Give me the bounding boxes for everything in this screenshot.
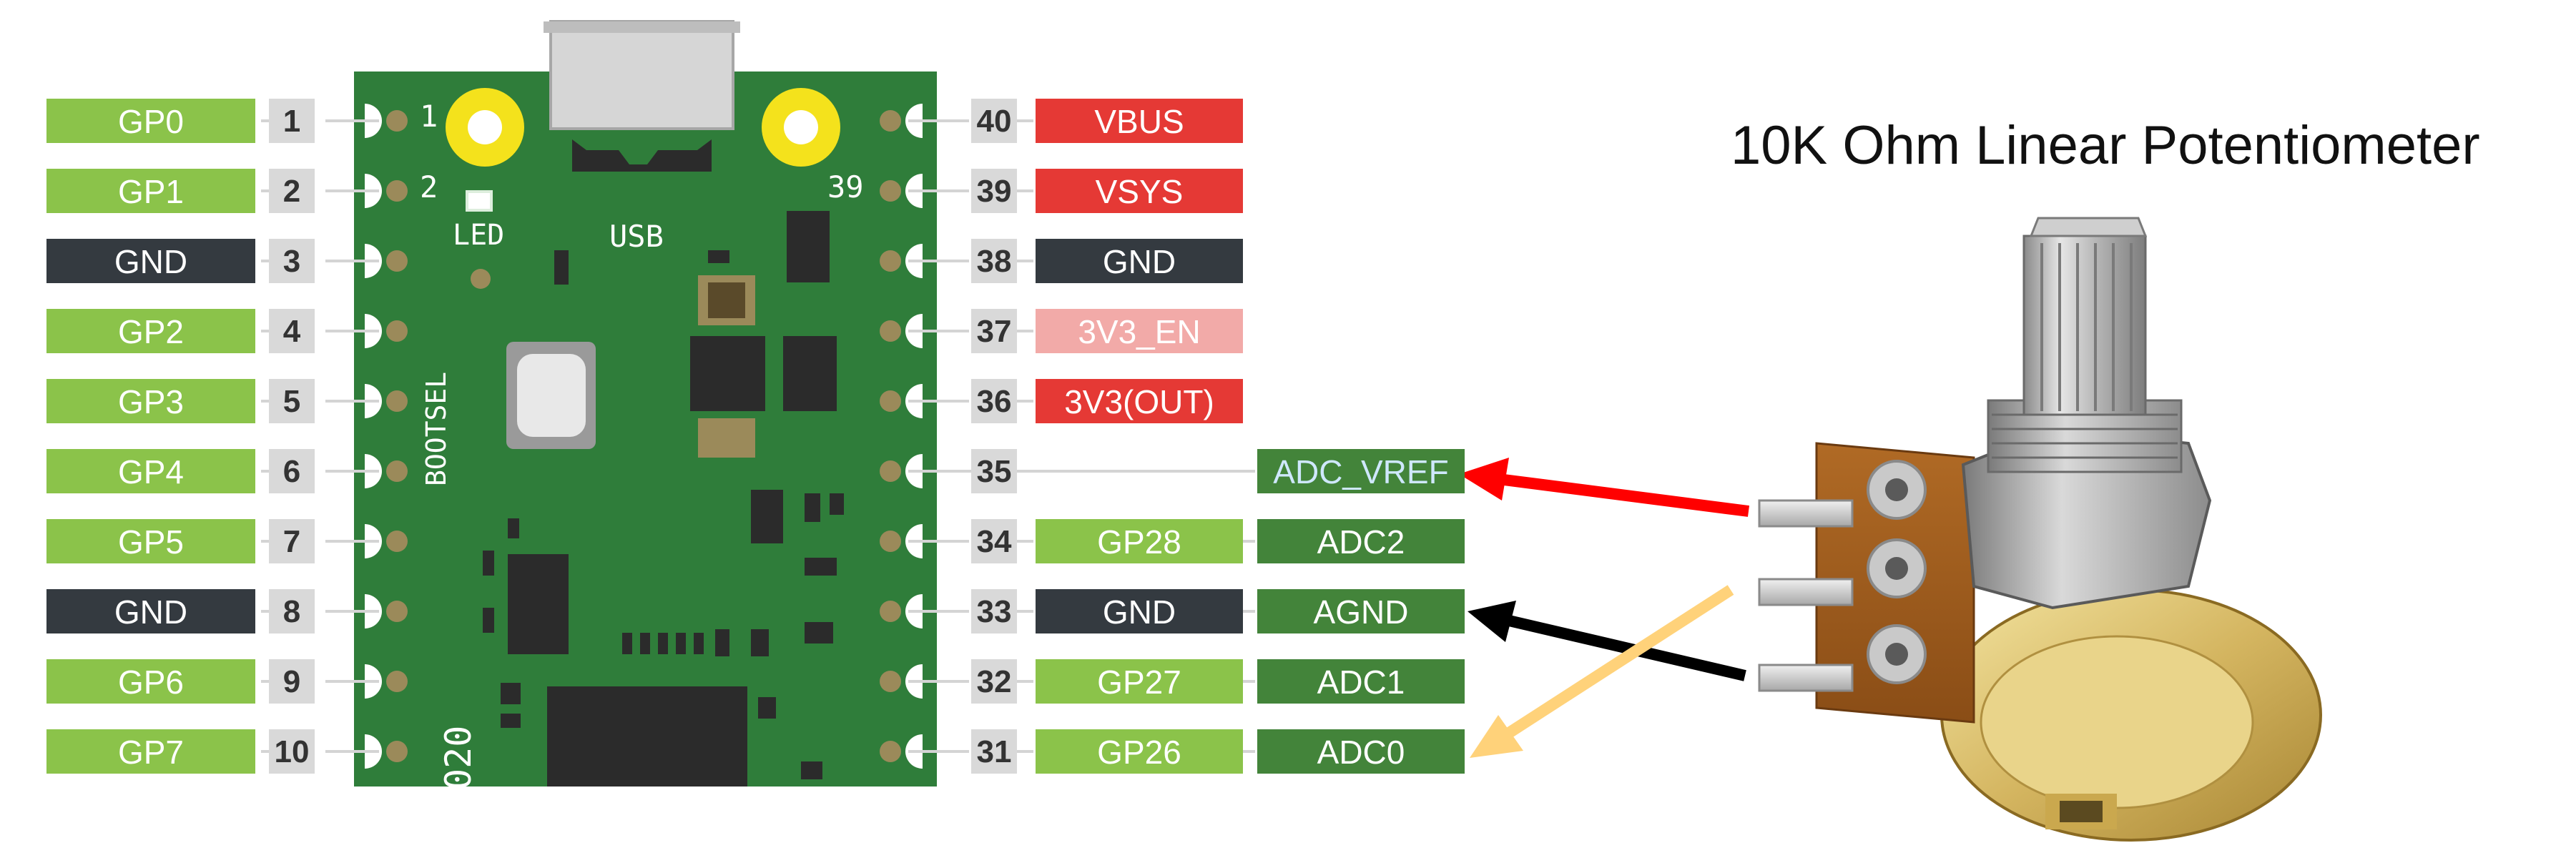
pin-number: 8	[269, 589, 315, 633]
pin-1-marker: 1	[420, 99, 438, 134]
led-icon	[466, 190, 493, 212]
pin-2-marker: 2	[420, 169, 438, 204]
right-label: 3V3(OUT)	[1036, 379, 1243, 423]
left-pad-holes	[386, 110, 408, 762]
pin-number: 34	[971, 519, 1017, 563]
left-label: GP4	[46, 449, 255, 493]
mounting-hole-right	[762, 88, 840, 167]
wire-adc0	[1470, 585, 1734, 758]
right-label: GND	[1036, 239, 1243, 283]
pin-number: 9	[269, 659, 315, 704]
pin-number: 33	[971, 589, 1017, 633]
pin-number: 6	[269, 449, 315, 493]
led-label: LED	[453, 219, 505, 252]
left-label: GP6	[46, 659, 255, 704]
potentiometer-title: 10K Ohm Linear Potentiometer	[1731, 115, 2480, 176]
pin-39-marker: 39	[827, 169, 864, 204]
pin-number: 40	[971, 99, 1017, 143]
wire-adc-vref	[1459, 458, 1750, 517]
mounting-hole-left	[446, 88, 524, 167]
pin-number: 39	[971, 169, 1017, 213]
adc-vref-label: ADC_VREF	[1257, 449, 1465, 493]
pin-number: 3	[269, 239, 315, 283]
right-label: GP26	[1036, 729, 1243, 774]
agnd-label: AGND	[1257, 589, 1465, 633]
right-label: GP28	[1036, 519, 1243, 563]
usb-connector	[544, 20, 740, 172]
left-label: GP2	[46, 309, 255, 353]
pin-number: 38	[971, 239, 1017, 283]
right-label: GP27	[1036, 659, 1243, 704]
pin-number: 7	[269, 519, 315, 563]
adc-label: ADC0	[1257, 729, 1465, 774]
pin-number: 37	[971, 309, 1017, 353]
pin-number: 31	[971, 729, 1017, 774]
bootsel-button	[506, 342, 596, 449]
pico-board	[354, 20, 937, 786]
left-label: GND	[46, 589, 255, 633]
left-label: GP0	[46, 99, 255, 143]
left-label: GND	[46, 239, 255, 283]
pin-number: 4	[269, 309, 315, 353]
left-label: GP5	[46, 519, 255, 563]
chip-label: 020	[438, 725, 479, 790]
bootsel-label: BOOTSEL	[421, 371, 452, 486]
pin-number: 10	[269, 729, 315, 774]
pin-number: 32	[971, 659, 1017, 704]
potentiometer-terminals	[1758, 460, 1927, 692]
adc-label: ADC1	[1257, 659, 1465, 704]
pin-number: 35	[971, 449, 1017, 493]
board-body	[354, 72, 937, 786]
right-label: 3V3_EN	[1036, 309, 1243, 353]
left-label: GP1	[46, 169, 255, 213]
board-components	[483, 211, 844, 786]
pin-number: 2	[269, 169, 315, 213]
adc-label: ADC2	[1257, 519, 1465, 563]
right-pad-holes	[880, 110, 901, 762]
left-label: GP7	[46, 729, 255, 774]
usb-label: USB	[609, 219, 664, 254]
pin-number: 1	[269, 99, 315, 143]
wire-agnd	[1468, 601, 1746, 681]
pin-number: 5	[269, 379, 315, 423]
potentiometer-image	[1758, 217, 2322, 842]
left-label: GP3	[46, 379, 255, 423]
right-label: VBUS	[1036, 99, 1243, 143]
right-label: GND	[1036, 589, 1243, 633]
pin-number: 36	[971, 379, 1017, 423]
right-label: VSYS	[1036, 169, 1243, 213]
